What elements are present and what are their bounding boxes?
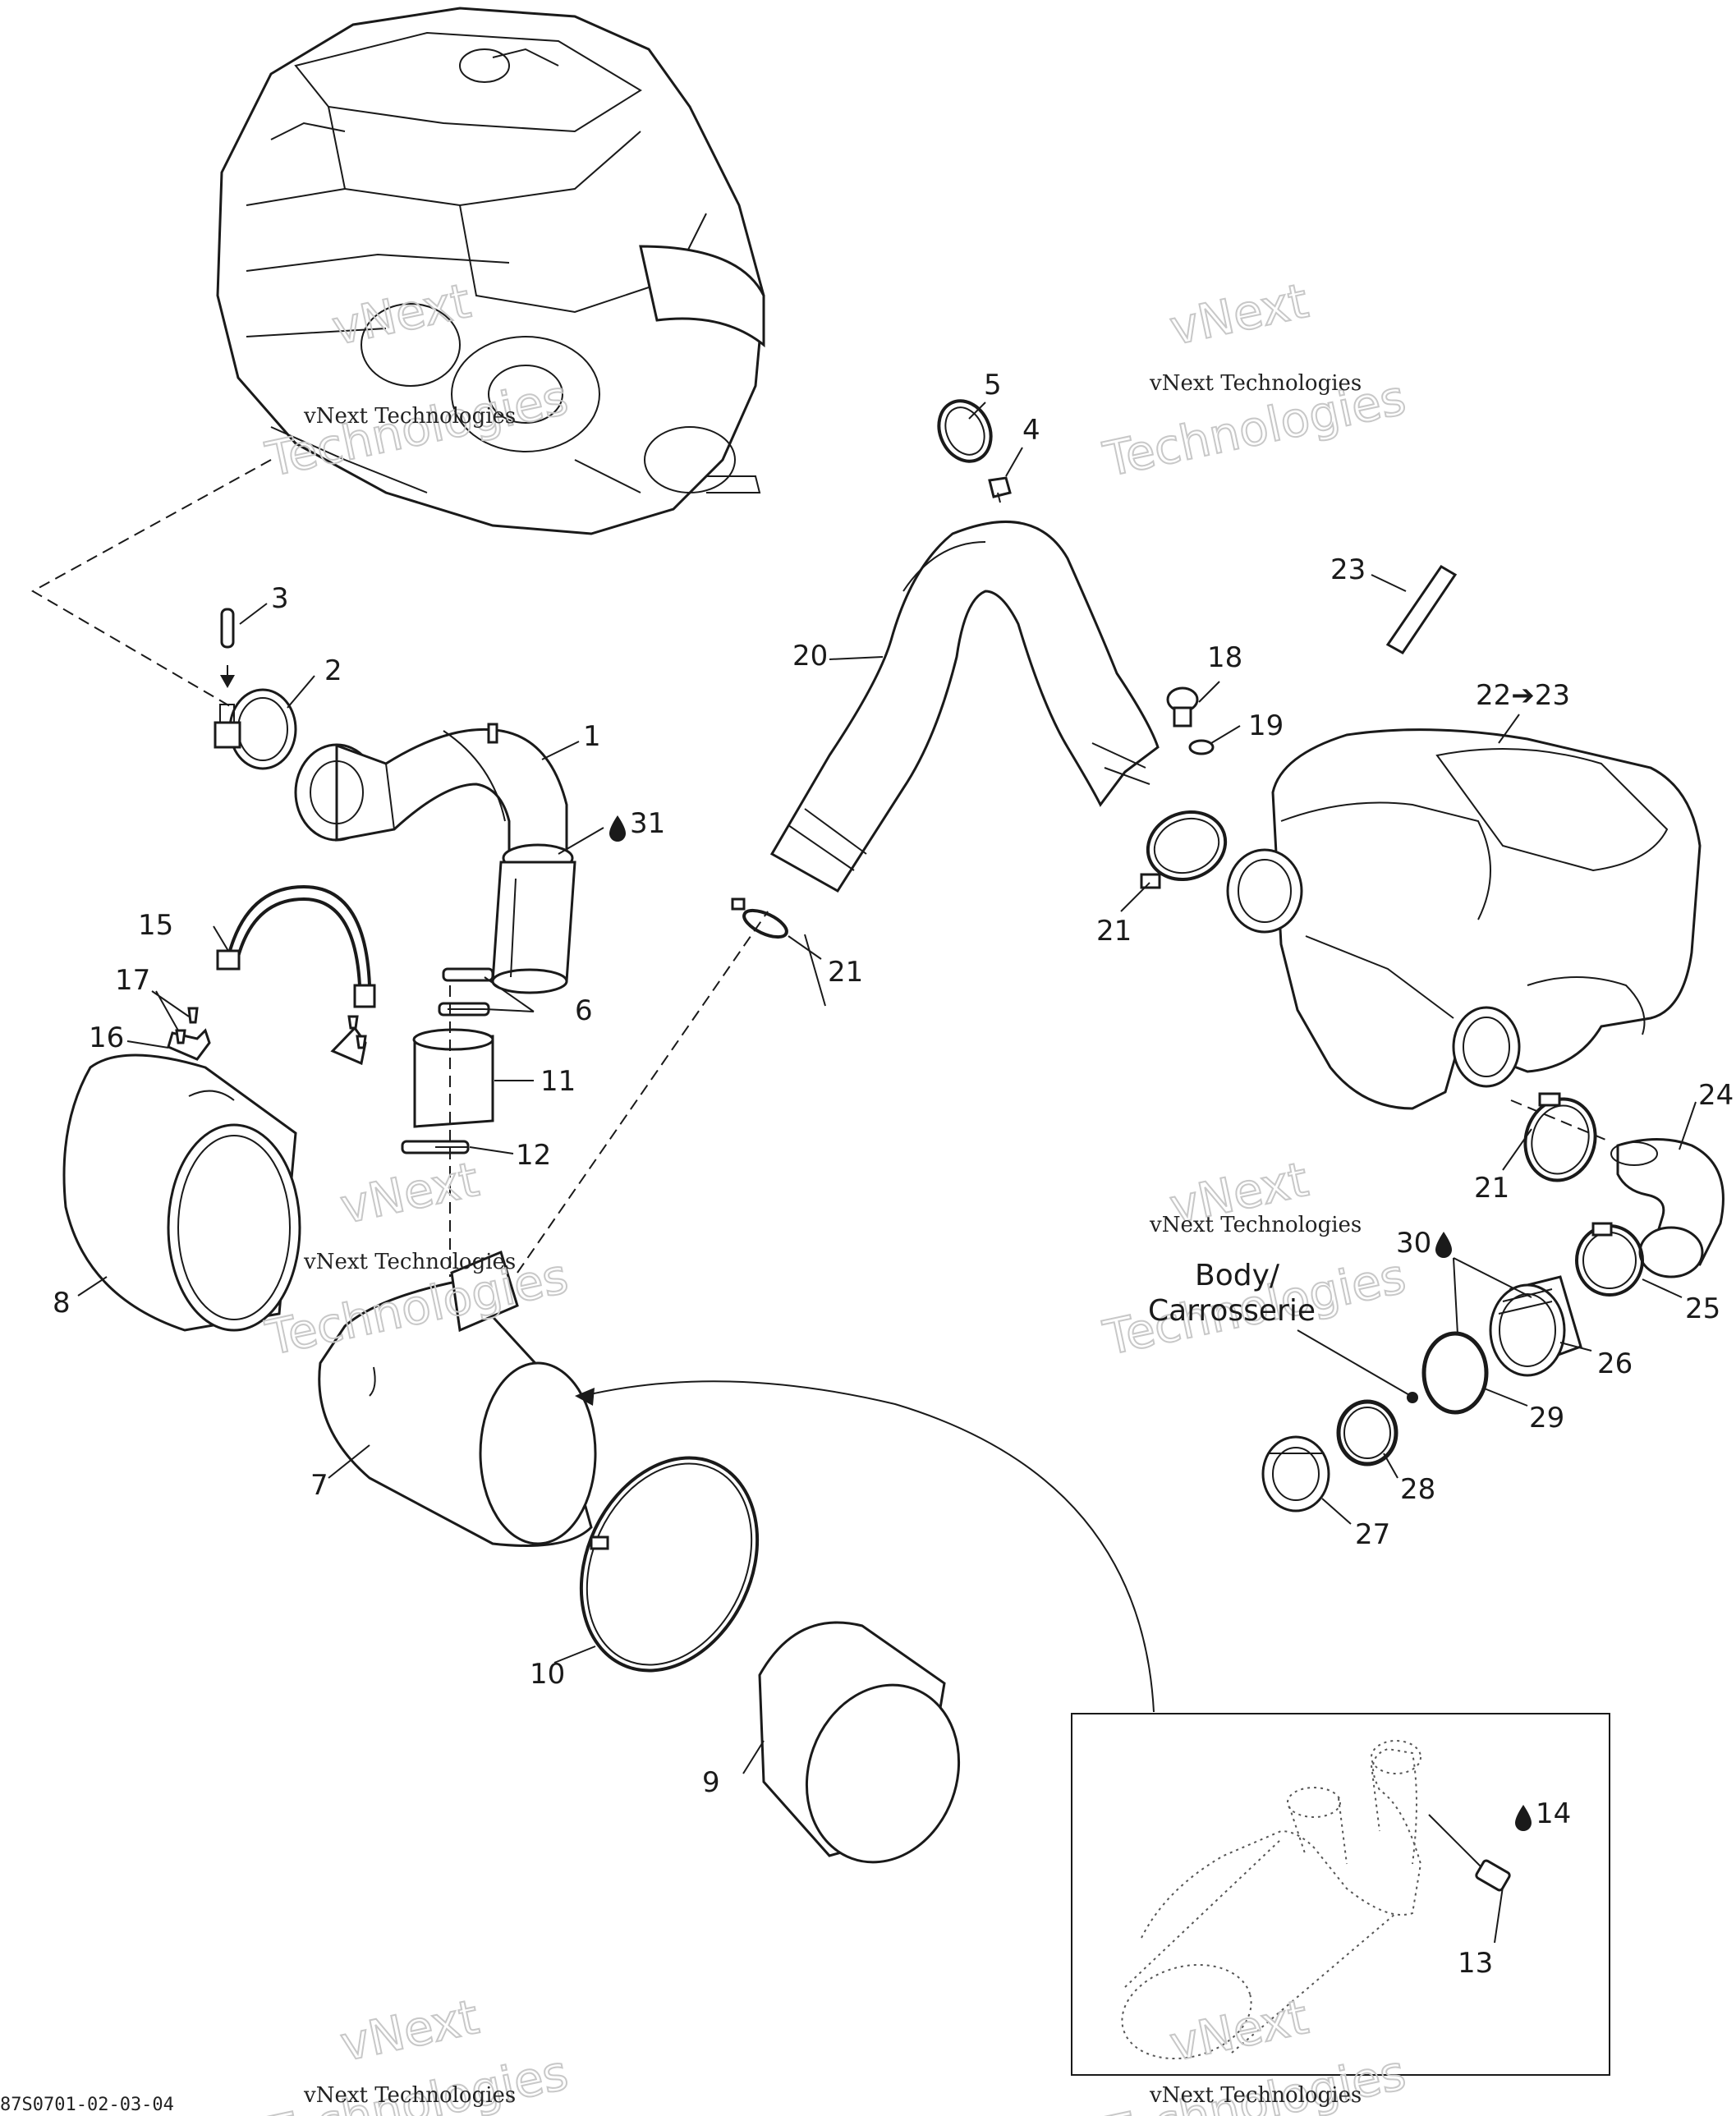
watermark-word-vnext: vNext xyxy=(1165,1989,1313,2072)
part-29-o-ring xyxy=(1421,1331,1489,1415)
part-25-clamp xyxy=(1575,1222,1644,1297)
watermark-text: vNext Technologies xyxy=(303,404,516,429)
callout-leaders xyxy=(77,402,1697,1944)
label-part-11: 11 xyxy=(540,1065,576,1098)
part-12-clamp xyxy=(401,1140,470,1154)
inset-muffler-outline xyxy=(1121,1740,1422,2060)
part-2-clamp xyxy=(214,688,297,770)
body-leader xyxy=(1297,1329,1412,1397)
part-26-outlet-fitting xyxy=(1489,1275,1582,1377)
label-part-19: 19 xyxy=(1248,709,1284,742)
part-19-washer xyxy=(1188,739,1215,755)
label-part-18: 18 xyxy=(1207,641,1242,674)
label-part-21-lower: 21 xyxy=(1474,1172,1509,1205)
oil-drop-icon xyxy=(1435,1232,1452,1258)
part-24-elbow xyxy=(1610,1138,1725,1278)
label-part-16: 16 xyxy=(89,1021,124,1054)
part-20-tailpipe xyxy=(769,520,1160,893)
label-part-15: 15 xyxy=(138,909,173,942)
label-part-28: 28 xyxy=(1400,1473,1435,1506)
label-part-31: 31 xyxy=(630,807,665,840)
label-part-24: 24 xyxy=(1698,1079,1734,1112)
label-part-14: 14 xyxy=(1536,1797,1571,1830)
part-labels: 5 4 3 2 1 31 20 18 19 22➔23 23 21 21 21 … xyxy=(53,369,1734,1980)
label-part-8: 8 xyxy=(53,1287,71,1320)
alignment-line-muffler xyxy=(517,911,769,1274)
part-22-resonator xyxy=(1226,728,1702,1110)
label-part-9: 9 xyxy=(702,1766,720,1799)
engine-illustration xyxy=(216,7,765,535)
label-part-2: 2 xyxy=(324,654,342,687)
label-part-10: 10 xyxy=(530,1658,565,1691)
arrow-head-icon xyxy=(575,1388,595,1406)
part-13-sensor xyxy=(1428,1814,1511,1892)
label-part-13: 13 xyxy=(1458,1947,1493,1980)
label-part-4: 4 xyxy=(1022,414,1040,447)
body-label-line-1: Body/ xyxy=(1195,1259,1280,1292)
watermark-bottom-right: vNext Technologies vNext Technologies xyxy=(1098,1988,1412,2116)
label-part-21-upper: 21 xyxy=(1096,915,1132,948)
watermark-text: vNext Technologies xyxy=(1149,1213,1362,1237)
part-7-muffler xyxy=(318,1250,597,1547)
part-9-end-cap xyxy=(758,1621,961,1864)
watermark-word-vnext: vNext xyxy=(336,1151,484,1235)
label-part-20: 20 xyxy=(792,640,828,672)
part-1-exhaust-pipe xyxy=(294,723,576,994)
body-label-line-2: Carrosserie xyxy=(1148,1294,1316,1328)
label-part-30: 30 xyxy=(1396,1227,1431,1260)
part-3-pin xyxy=(220,608,235,688)
part-21-clamp-mid xyxy=(731,897,788,939)
part-28-ring xyxy=(1336,1399,1398,1467)
inset-box xyxy=(1071,1713,1610,2076)
watermark-bottom-left: vNext Technologies vNext Technologies xyxy=(260,1988,574,2116)
part-27-nut xyxy=(1261,1435,1330,1512)
oil-drop-icon xyxy=(609,815,626,842)
part-5-ring xyxy=(937,399,993,463)
part-21-clamp-upper xyxy=(1140,810,1228,889)
part-15-strap xyxy=(216,884,376,1008)
part-21-clamp-lower xyxy=(1523,1092,1597,1182)
watermark-text: vNext Technologies xyxy=(303,2083,516,2108)
part-10-band-clamp xyxy=(579,1456,760,1673)
label-part-12: 12 xyxy=(516,1139,551,1172)
watermark-text: vNext Technologies xyxy=(1149,2083,1362,2108)
label-part-25: 25 xyxy=(1685,1292,1720,1325)
label-part-29: 29 xyxy=(1529,1402,1564,1434)
label-part-23: 23 xyxy=(1330,553,1366,586)
body-reference-dot xyxy=(1407,1392,1418,1403)
part-18-nut xyxy=(1166,686,1199,728)
label-part-27: 27 xyxy=(1355,1518,1390,1551)
part-6-clamps xyxy=(438,967,494,1017)
watermark-text: vNext Technologies xyxy=(303,1250,516,1274)
engine-connection-line xyxy=(30,459,272,707)
label-part-21-mid: 21 xyxy=(828,956,863,989)
label-part-7: 7 xyxy=(310,1469,328,1502)
label-part-6: 6 xyxy=(575,994,593,1027)
label-part-1: 1 xyxy=(583,720,601,753)
label-part-5: 5 xyxy=(984,369,1002,402)
inset-reference-arrow xyxy=(582,1380,1155,1713)
watermark-mid-left: vNext Technologies vNext Technologies xyxy=(260,1150,574,1367)
watermark-top-right: vNext Technologies vNext Technologies xyxy=(1098,272,1412,489)
label-part-17: 17 xyxy=(115,964,150,997)
part-17-screws xyxy=(175,1007,367,1049)
reference-code: 87S0701-02-03-04 xyxy=(0,2095,174,2115)
part-4-screw xyxy=(988,476,1012,503)
watermark-word-vnext: vNext xyxy=(336,1989,484,2072)
label-part-22-23: 22➔23 xyxy=(1476,679,1570,712)
label-part-26: 26 xyxy=(1597,1347,1633,1380)
part-16-bracket xyxy=(167,1026,367,1066)
watermark-word-vnext: vNext xyxy=(1165,273,1313,356)
watermark-text: vNext Technologies xyxy=(1149,371,1362,396)
part-8-heat-shield xyxy=(62,1053,301,1332)
oil-drop-icon xyxy=(1515,1805,1532,1831)
label-part-3: 3 xyxy=(271,582,289,615)
part-23-tube xyxy=(1385,564,1458,654)
part-11-sleeve xyxy=(412,1028,494,1128)
